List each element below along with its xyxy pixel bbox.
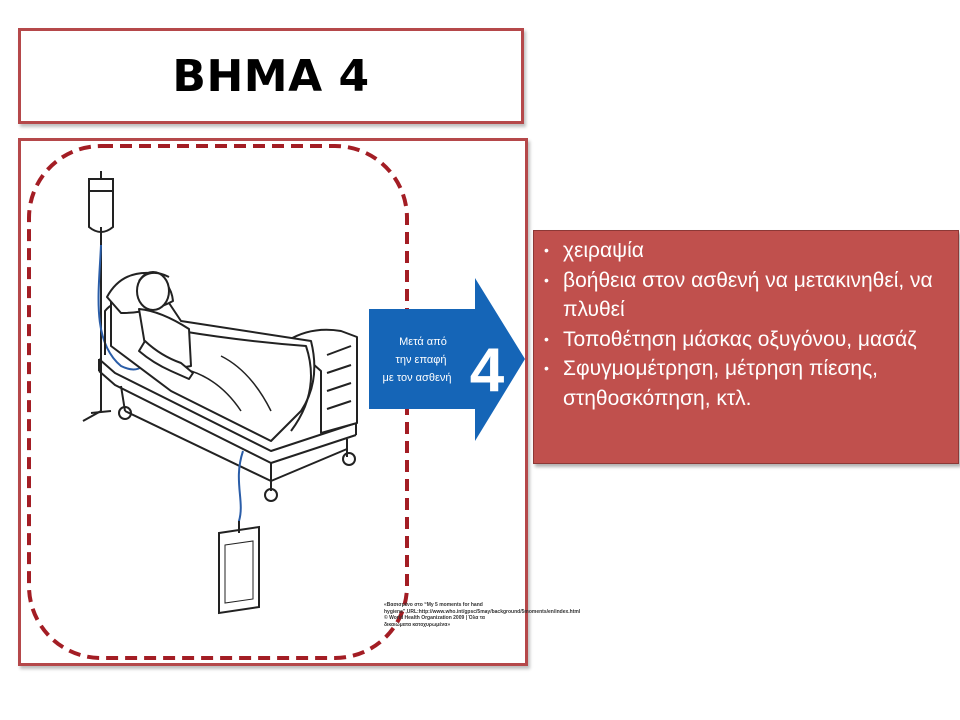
- bullet-icon: •: [544, 242, 549, 258]
- slide-title: ΒΗΜΑ 4: [172, 50, 370, 102]
- moment-arrow: Μετά από την επαφή με τον ασθενή 4: [369, 278, 525, 441]
- info-box: •χειραψία •βοήθεια στον ασθενή να μετακι…: [533, 230, 959, 464]
- moment-number: 4: [470, 336, 505, 405]
- dashed-area-border: [27, 144, 409, 660]
- drainage-tube: [237, 450, 244, 533]
- patient-icon: [106, 271, 194, 380]
- drainage-bag-icon: [218, 521, 260, 615]
- bullet-icon: •: [544, 271, 549, 288]
- list-item: •χειραψία: [544, 236, 950, 266]
- arrow-line-3: με τον ασθενή: [383, 372, 452, 384]
- arrow-line-2: την επαφή: [396, 354, 447, 366]
- title-box: ΒΗΜΑ 4: [18, 28, 524, 124]
- patient-bed-illustration: Μετά από την επαφή με τον ασθενή 4: [27, 144, 525, 660]
- list-item: •βοήθεια στον ασθενή να μετακινηθεί, να …: [544, 266, 950, 325]
- list-item: •Τοποθέτηση μάσκας οξυγόνου, μασάζ: [544, 325, 950, 355]
- examples-list: •χειραψία •βοήθεια στον ασθενή να μετακι…: [544, 236, 950, 413]
- illustration-frame: Μετά από την επαφή με τον ασθενή 4: [18, 138, 528, 666]
- bullet-icon: •: [544, 360, 549, 376]
- arrow-line-1: Μετά από: [399, 336, 447, 348]
- bullet-icon: •: [544, 330, 549, 347]
- list-item: •Σφυγμομέτρηση, μέτρηση πίεσης, στηθοσκό…: [544, 354, 950, 413]
- who-copyright-caption: «Βασισμένο στο “My 5 moments for hand hy…: [384, 602, 581, 628]
- iv-pole-icon: [82, 171, 114, 422]
